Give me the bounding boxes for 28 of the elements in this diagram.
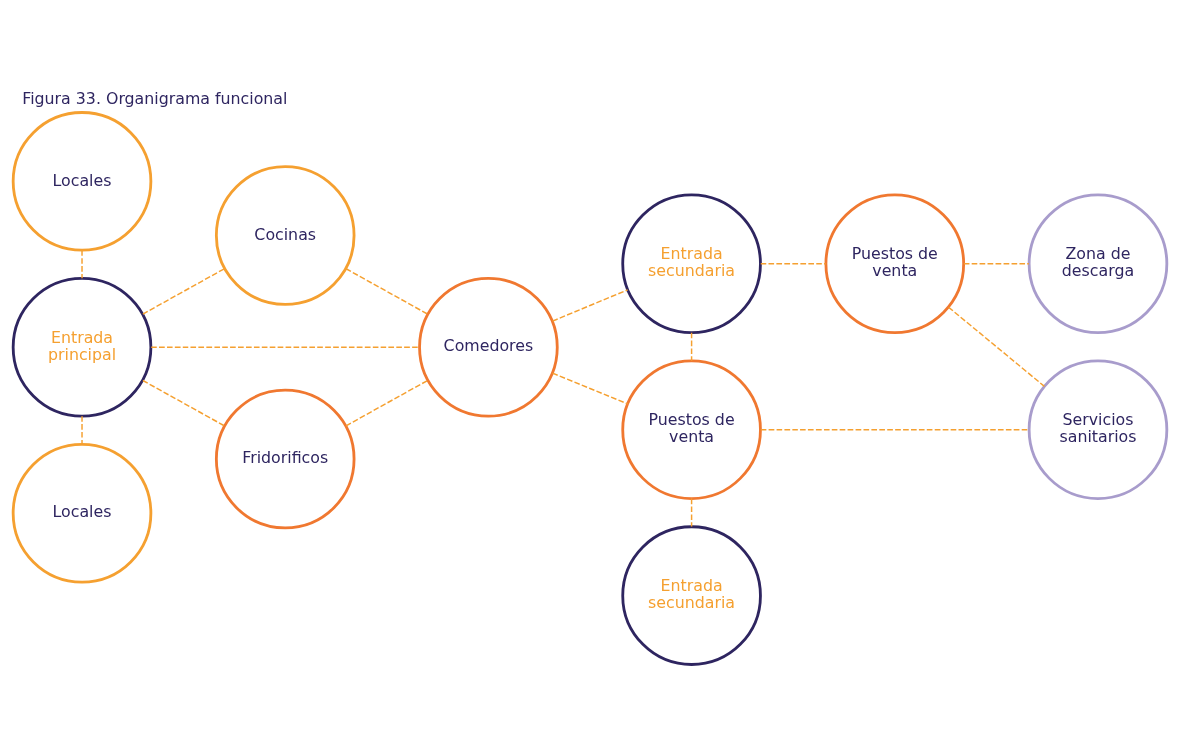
connector [963,263,1030,265]
connector [760,428,1030,431]
node-circle: Puestos de venta [824,193,966,334]
node-circle: Fridorificos [214,388,356,530]
connector [150,346,420,348]
connector [551,372,629,405]
node-circle: Entrada secundaria [621,525,762,666]
node-circle: Entrada principal [11,277,153,418]
node-circle: Cocinas [214,165,356,306]
connector [760,263,827,265]
node-circle: Puestos de venta [621,359,762,500]
connector [690,331,693,362]
diagram-title: Figura 33. Organigrama funcional [22,88,288,108]
connector [690,497,693,528]
connector [142,379,226,427]
node-circle: Locales [11,111,153,252]
node-circle: Locales [11,442,153,584]
node-circle: Entrada secundaria [621,193,762,334]
connector [81,249,83,279]
connector [142,267,226,315]
node-circle: Comedores [418,277,559,418]
node-circle: Servicios sanitarios [1027,359,1169,500]
connector [947,306,1046,388]
connector [81,415,83,445]
node-circle: Zona de descarga [1027,193,1169,334]
connector [345,268,429,315]
connector [345,379,429,427]
connector [551,289,629,322]
